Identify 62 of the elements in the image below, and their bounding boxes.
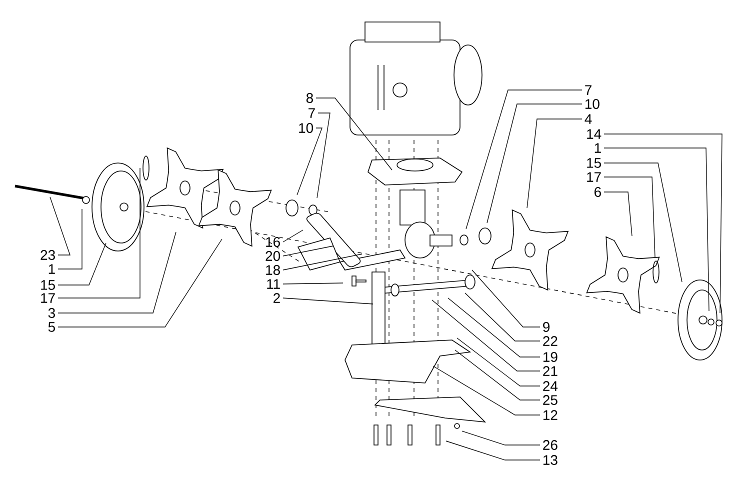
leader-line — [316, 98, 392, 170]
leader-line — [316, 112, 330, 198]
leader-line — [526, 118, 582, 208]
callout-number: 26 — [543, 440, 558, 450]
callout-number: 18 — [266, 265, 280, 275]
callout-number: 12 — [543, 410, 558, 420]
callout-number: 1 — [48, 264, 55, 274]
leader-line — [282, 298, 374, 304]
leader-line — [282, 282, 344, 284]
leader-line — [58, 242, 106, 286]
callout-number: 11 — [267, 279, 280, 289]
callout-number: 5 — [48, 322, 55, 332]
leader-line — [50, 196, 70, 256]
callout-number: 15 — [41, 280, 55, 290]
leader-line — [456, 338, 540, 386]
callout-number: 14 — [587, 129, 602, 139]
callout-number: 8 — [306, 93, 313, 103]
callout-number: 17 — [587, 172, 601, 182]
leader-line — [604, 148, 710, 312]
leader-line — [472, 270, 540, 328]
callout-number: 16 — [266, 237, 280, 247]
callout-number: 10 — [299, 123, 314, 133]
leader-line — [604, 162, 682, 282]
callout-number: 17 — [41, 293, 55, 303]
leader-line — [282, 246, 334, 256]
leader-line — [432, 366, 540, 416]
leader-line — [446, 440, 540, 460]
leader-line — [454, 350, 540, 400]
callout-number: 9 — [543, 322, 550, 332]
leader-line — [282, 254, 362, 270]
callout-number: 19 — [543, 352, 558, 362]
callout-number: 10 — [585, 99, 600, 109]
leader-line — [604, 192, 632, 236]
callout-number: 15 — [587, 158, 602, 168]
callout-number: 24 — [543, 381, 558, 391]
leader-line — [604, 134, 722, 314]
leader-line — [58, 238, 222, 328]
callout-number: 3 — [48, 308, 55, 318]
callout-number: 23 — [40, 250, 55, 260]
callout-number: 21 — [543, 366, 558, 376]
leader-line — [486, 104, 582, 224]
leader-line — [462, 430, 540, 446]
leader-line — [58, 232, 176, 314]
callout-number: 22 — [543, 336, 558, 346]
leader-line — [604, 176, 656, 258]
callout-number: 25 — [543, 395, 558, 405]
callout-number: 20 — [266, 251, 280, 261]
callout-number: 4 — [584, 114, 592, 124]
callout-number: 13 — [543, 455, 558, 465]
leader-line — [432, 300, 540, 372]
leader-line — [282, 230, 304, 242]
callout-number: 1 — [594, 143, 601, 153]
callout-number: 7 — [308, 108, 315, 118]
leader-line — [58, 168, 140, 298]
leader-line — [466, 90, 582, 230]
callout-number: 6 — [594, 187, 601, 197]
leader-line — [296, 128, 322, 196]
callout-number: 7 — [585, 85, 592, 95]
leader-line — [58, 208, 82, 270]
callout-number: 2 — [274, 293, 280, 303]
leader-line — [448, 298, 540, 358]
leader-line — [464, 292, 540, 342]
